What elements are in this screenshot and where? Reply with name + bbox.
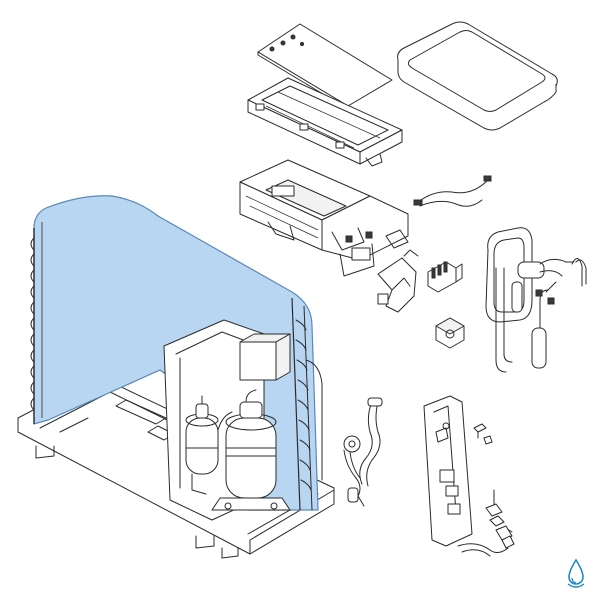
solenoid-coil	[435, 317, 465, 349]
control-box	[239, 159, 409, 277]
compressor	[211, 389, 291, 511]
coil-hairpins-left	[30, 237, 35, 411]
service-valves	[457, 489, 515, 557]
coil-hairpins-right	[295, 319, 312, 491]
water-drop-logo-icon	[567, 558, 585, 588]
screws	[473, 423, 493, 445]
mounting-bracket	[377, 249, 419, 313]
terminal-block	[427, 261, 463, 293]
top-tray-frame	[247, 77, 403, 167]
side-panel	[423, 395, 473, 547]
accumulator	[185, 395, 219, 495]
top-lid	[397, 21, 558, 131]
four-way-valve-assembly	[485, 227, 587, 373]
expansion-valve	[343, 397, 383, 507]
sensor-cable	[413, 175, 492, 207]
